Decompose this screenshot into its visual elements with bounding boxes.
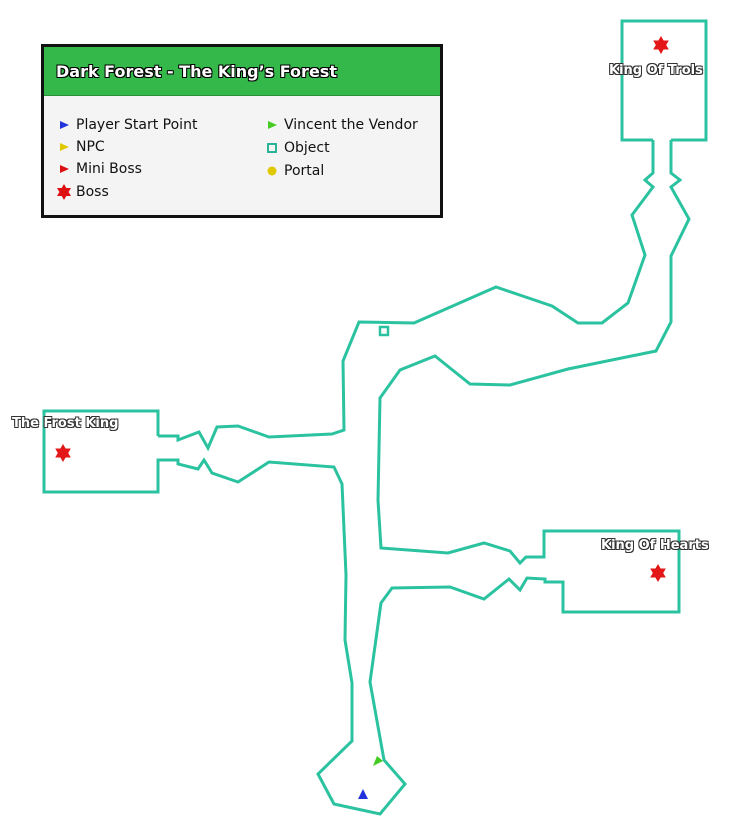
room-king-of-trols [620, 19, 708, 142]
legend-item-label: Portal [284, 163, 325, 179]
legend-item-boss: Boss [56, 184, 109, 200]
legend-item-object: Object [264, 140, 330, 156]
object-marker-icon [378, 325, 390, 337]
square-outline-teal-icon [264, 140, 280, 156]
legend-item-label: Mini Boss [76, 161, 142, 177]
legend-item-portal: Portal [264, 163, 324, 179]
legend-body: Player Start Point NPC Mini Boss Boss Vi… [44, 96, 440, 216]
vendor-marker-icon [373, 756, 383, 766]
player-start-icon [358, 789, 368, 799]
legend-item-player-start: Player Start Point [56, 117, 197, 133]
legend-item-label: Vincent the Vendor [284, 117, 418, 133]
boss-label-king-of-hearts: King Of Hearts [601, 538, 709, 553]
corridor-top-right-outer [376, 140, 691, 566]
corridor-top-right-inner [158, 140, 656, 452]
boss-label-king-of-trols: King Of Trols [609, 63, 703, 78]
legend-panel: Dark Forest - The King’s Forest Player S… [41, 44, 443, 218]
triangle-right-yellow-icon [56, 139, 72, 155]
boss-label-frost-king: The Frost King [12, 416, 119, 431]
star-red-icon [56, 184, 72, 200]
circle-yellow-icon [264, 163, 280, 179]
legend-item-label: NPC [76, 139, 105, 155]
legend-title: Dark Forest - The King’s Forest [56, 61, 337, 81]
legend-item-label: Player Start Point [76, 117, 198, 133]
legend-header: Dark Forest - The King’s Forest [44, 47, 440, 96]
boss-star-king-of-trols-icon [653, 36, 669, 54]
room-king-of-hearts [42, 409, 681, 816]
triangle-right-red-icon [56, 161, 72, 177]
legend-item-mini-boss: Mini Boss [56, 161, 142, 177]
legend-item-npc: NPC [56, 139, 105, 155]
legend-item-vendor: Vincent the Vendor [264, 117, 418, 133]
triangle-right-green-icon [264, 117, 280, 133]
legend-item-label: Object [284, 140, 330, 156]
legend-item-label: Boss [76, 184, 109, 200]
boss-star-king-of-hearts-icon [650, 564, 666, 582]
triangle-right-blue-icon [56, 117, 72, 133]
boss-star-frost-king-icon [55, 444, 71, 462]
